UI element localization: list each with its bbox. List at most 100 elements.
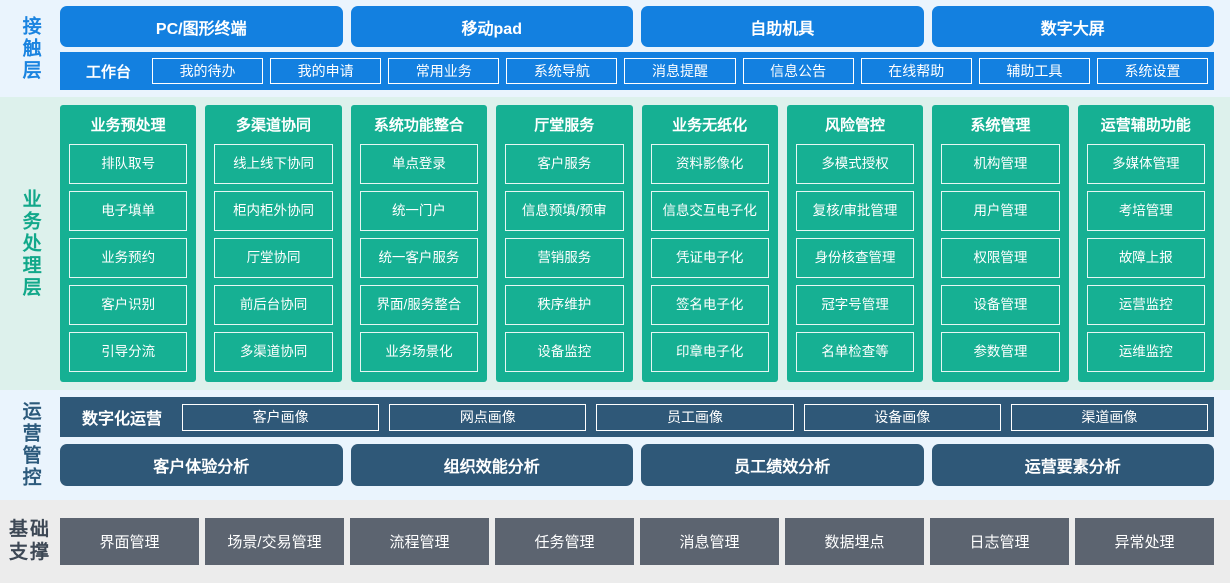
business-column-multichannel: 多渠道协同 线上线下协同 柜内柜外协同 厅堂协同 前后台协同 多渠道协同 bbox=[205, 105, 342, 382]
nav-item-system-settings[interactable]: 系统设置 bbox=[1096, 58, 1208, 84]
portrait-item-employee[interactable]: 员工画像 bbox=[596, 403, 794, 431]
business-item[interactable]: 前后台协同 bbox=[214, 285, 333, 325]
business-item[interactable]: 界面/服务整合 bbox=[359, 285, 479, 325]
terminal-button-self-service[interactable]: 自助机具 bbox=[641, 6, 924, 47]
terminal-button-mobile-pad[interactable]: 移动pad bbox=[350, 6, 633, 47]
business-column-preprocessing: 业务预处理 排队取号 电子填单 业务预约 客户识别 引导分流 bbox=[60, 105, 197, 382]
business-item[interactable]: 信息预填/预审 bbox=[505, 191, 624, 231]
business-column-title: 业务预处理 bbox=[90, 117, 166, 134]
business-item[interactable]: 签名电子化 bbox=[650, 285, 769, 325]
business-column-items: 单点登录 统一门户 统一客户服务 界面/服务整合 业务场景化 bbox=[359, 144, 479, 372]
business-item[interactable]: 凭证电子化 bbox=[650, 238, 769, 278]
business-item[interactable]: 运维监控 bbox=[1086, 332, 1205, 372]
nav-item-my-todo[interactable]: 我的待办 bbox=[152, 58, 264, 84]
business-layer-label-text: 业务处理层 bbox=[19, 188, 41, 299]
terminal-button-pc[interactable]: PC/图形终端 bbox=[60, 6, 343, 47]
business-column-title: 风险管控 bbox=[825, 117, 886, 134]
business-column-items: 机构管理 用户管理 权限管理 设备管理 参数管理 bbox=[941, 144, 1060, 372]
terminal-button-digital-screen[interactable]: 数字大屏 bbox=[931, 6, 1214, 47]
business-item[interactable]: 资料影像化 bbox=[650, 144, 769, 184]
business-item[interactable]: 线上线下协同 bbox=[214, 144, 333, 184]
business-item[interactable]: 营销服务 bbox=[505, 238, 624, 278]
business-layer-label: 业务处理层 bbox=[0, 105, 60, 382]
business-item[interactable]: 设备管理 bbox=[941, 285, 1060, 325]
business-column-title: 系统功能整合 bbox=[373, 117, 464, 134]
contact-layer-label: 接触层 bbox=[0, 6, 60, 91]
nav-item-my-application[interactable]: 我的申请 bbox=[270, 58, 382, 84]
business-item[interactable]: 多渠道协同 bbox=[214, 332, 333, 372]
analysis-customer-experience[interactable]: 客户体验分析 bbox=[60, 444, 343, 486]
nav-item-online-help[interactable]: 在线帮助 bbox=[860, 58, 972, 84]
contact-layer: 接触层 PC/图形终端 移动pad 自助机具 数字大屏 工作台 我的待办 我的申… bbox=[0, 0, 1230, 97]
business-item[interactable]: 复核/审批管理 bbox=[795, 191, 915, 231]
foundation-layer-label: 基础 支撑 bbox=[0, 519, 60, 564]
foundation-items-row: 界面管理 场景/交易管理 流程管理 任务管理 消息管理 数据埋点 日志管理 异常… bbox=[60, 518, 1214, 565]
nav-item-common-business[interactable]: 常用业务 bbox=[388, 58, 500, 84]
portrait-item-customer[interactable]: 客户画像 bbox=[182, 403, 380, 431]
analysis-organization-efficiency[interactable]: 组织效能分析 bbox=[350, 444, 633, 486]
business-item[interactable]: 业务预约 bbox=[69, 238, 188, 278]
business-item[interactable]: 业务场景化 bbox=[359, 332, 479, 372]
business-item[interactable]: 厅堂协同 bbox=[214, 238, 333, 278]
business-item[interactable]: 权限管理 bbox=[941, 238, 1060, 278]
business-item[interactable]: 多媒体管理 bbox=[1086, 144, 1205, 184]
business-column-items: 线上线下协同 柜内柜外协同 厅堂协同 前后台协同 多渠道协同 bbox=[214, 144, 333, 372]
operations-layer-label-text: 运营管控 bbox=[19, 401, 41, 489]
foundation-item-data-tracking[interactable]: 数据埋点 bbox=[785, 518, 924, 565]
business-item[interactable]: 客户服务 bbox=[505, 144, 624, 184]
contact-layer-body: PC/图形终端 移动pad 自助机具 数字大屏 工作台 我的待办 我的申请 常用… bbox=[60, 6, 1214, 91]
portrait-item-channel[interactable]: 渠道画像 bbox=[1010, 403, 1209, 431]
foundation-layer: 基础 支撑 界面管理 场景/交易管理 流程管理 任务管理 消息管理 数据埋点 日… bbox=[0, 500, 1230, 583]
business-item[interactable]: 排队取号 bbox=[69, 144, 188, 184]
foundation-item-task-management[interactable]: 任务管理 bbox=[495, 518, 634, 565]
foundation-item-process-management[interactable]: 流程管理 bbox=[350, 518, 489, 565]
business-item[interactable]: 统一门户 bbox=[359, 191, 479, 231]
business-item[interactable]: 信息交互电子化 bbox=[650, 191, 769, 231]
business-item[interactable]: 故障上报 bbox=[1086, 238, 1205, 278]
foundation-item-scene-transaction-management[interactable]: 场景/交易管理 bbox=[205, 518, 344, 565]
business-column-lobby-service: 厅堂服务 客户服务 信息预填/预审 营销服务 秩序维护 设备监控 bbox=[496, 105, 633, 382]
business-item[interactable]: 统一客户服务 bbox=[359, 238, 479, 278]
nav-item-system-navigation[interactable]: 系统导航 bbox=[506, 58, 618, 84]
nav-item-auxiliary-tools[interactable]: 辅助工具 bbox=[978, 58, 1090, 84]
business-item[interactable]: 考培管理 bbox=[1086, 191, 1205, 231]
business-column-items: 资料影像化 信息交互电子化 凭证电子化 签名电子化 印章电子化 bbox=[650, 144, 769, 372]
foundation-layer-label-line2: 支撑 bbox=[8, 541, 51, 563]
business-item[interactable]: 电子填单 bbox=[69, 191, 188, 231]
business-item[interactable]: 多模式授权 bbox=[795, 144, 915, 184]
foundation-item-ui-management[interactable]: 界面管理 bbox=[60, 518, 199, 565]
analysis-operation-elements[interactable]: 运营要素分析 bbox=[931, 444, 1214, 486]
contact-layer-label-text: 接触层 bbox=[19, 15, 41, 82]
business-item[interactable]: 单点登录 bbox=[359, 144, 479, 184]
business-item[interactable]: 客户识别 bbox=[69, 285, 188, 325]
business-column-title: 运营辅助功能 bbox=[1100, 117, 1191, 134]
nav-item-message-reminder[interactable]: 消息提醒 bbox=[624, 58, 736, 84]
business-item[interactable]: 引导分流 bbox=[69, 332, 188, 372]
business-item[interactable]: 设备监控 bbox=[505, 332, 624, 372]
business-item[interactable]: 冠字号管理 bbox=[795, 285, 915, 325]
nav-item-info-announcement[interactable]: 信息公告 bbox=[742, 58, 854, 84]
analysis-employee-performance[interactable]: 员工绩效分析 bbox=[641, 444, 924, 486]
business-column-items: 多媒体管理 考培管理 故障上报 运营监控 运维监控 bbox=[1086, 144, 1205, 372]
portrait-item-branch[interactable]: 网点画像 bbox=[389, 403, 587, 431]
portrait-item-device[interactable]: 设备画像 bbox=[803, 403, 1001, 431]
business-item[interactable]: 运营监控 bbox=[1086, 285, 1205, 325]
business-column-title: 厅堂服务 bbox=[534, 117, 595, 134]
foundation-item-message-management[interactable]: 消息管理 bbox=[640, 518, 779, 565]
business-item[interactable]: 柜内柜外协同 bbox=[214, 191, 333, 231]
business-item[interactable]: 秩序维护 bbox=[505, 285, 624, 325]
terminal-buttons-row: PC/图形终端 移动pad 自助机具 数字大屏 bbox=[60, 6, 1214, 47]
foundation-item-exception-handling[interactable]: 异常处理 bbox=[1075, 518, 1214, 565]
business-item[interactable]: 印章电子化 bbox=[650, 332, 769, 372]
business-layer-body: 业务预处理 排队取号 电子填单 业务预约 客户识别 引导分流 多渠道协同 线上线… bbox=[60, 105, 1214, 382]
workbench-nav-bar: 工作台 我的待办 我的申请 常用业务 系统导航 消息提醒 信息公告 在线帮助 辅… bbox=[60, 52, 1214, 90]
business-item[interactable]: 参数管理 bbox=[941, 332, 1060, 372]
business-column-paperless: 业务无纸化 资料影像化 信息交互电子化 凭证电子化 签名电子化 印章电子化 bbox=[641, 105, 778, 382]
business-item[interactable]: 用户管理 bbox=[941, 191, 1060, 231]
business-item[interactable]: 身份核查管理 bbox=[795, 238, 915, 278]
business-item[interactable]: 机构管理 bbox=[941, 144, 1060, 184]
operations-layer-label: 运营管控 bbox=[0, 397, 60, 493]
foundation-item-log-management[interactable]: 日志管理 bbox=[930, 518, 1069, 565]
business-item[interactable]: 名单检查等 bbox=[795, 332, 915, 372]
